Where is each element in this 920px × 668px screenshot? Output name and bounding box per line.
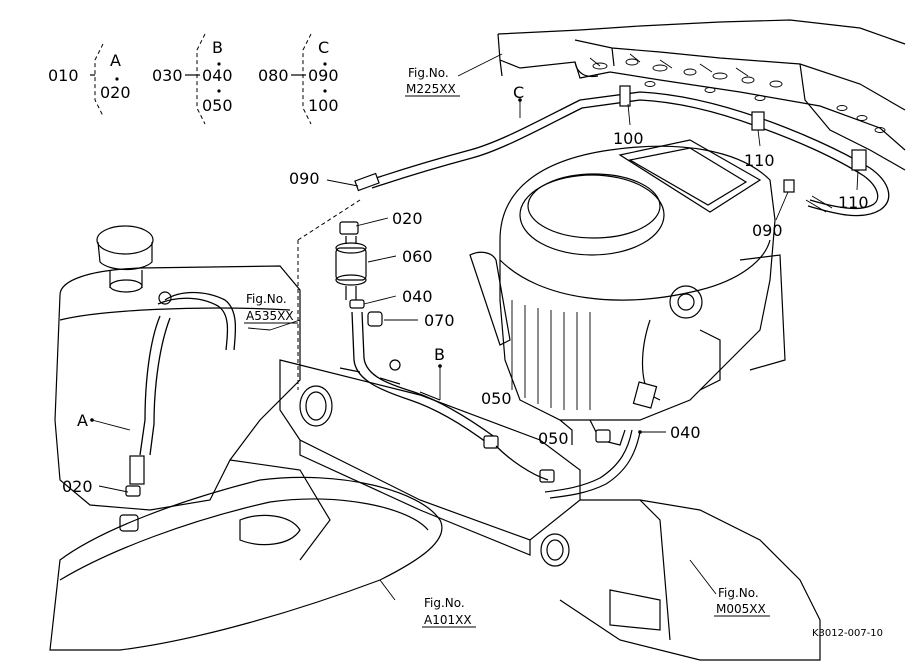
figref-m005[interactable]: Fig.No. M005XX [714,586,770,617]
callout-090-right: 090 [752,221,783,240]
hose-c-drawing [354,85,890,217]
legend-010-main: 010 [48,66,79,85]
legend-010-item-a: A [110,51,121,70]
callout-hose-b: B [434,345,445,364]
callout-100: 100 [613,129,644,148]
legend-080-main: 080 [258,66,289,85]
figref-a101[interactable]: Fig.No. A101XX [422,596,476,628]
figref-m225[interactable]: Fig.No. M225XX [405,66,460,97]
svg-text:A101XX: A101XX [424,613,472,627]
svg-text:Fig.No.: Fig.No. [424,596,465,610]
callout-110-upper: 110 [744,151,775,170]
callout-070: 070 [424,311,455,330]
legend-group-080: 080 C 090 100 [258,33,339,125]
svg-text:Fig.No.: Fig.No. [246,292,287,306]
callout-hose-c: C [513,83,524,102]
callout-hose-a: A [77,411,88,430]
svg-text:M005XX: M005XX [716,602,766,616]
fuel-tank-drawing [54,225,331,561]
engine-drawing [469,139,786,499]
legend-030-main: 030 [152,66,183,85]
callout-050-left: 050 [481,389,512,408]
callout-050-lower: 050 [538,429,569,448]
svg-text:Fig.No.: Fig.No. [718,586,759,600]
fuel-filter-drawing [297,199,611,483]
callout-020-tank: 020 [62,477,93,496]
legend-030-item-b: B [212,38,223,57]
drawing-code: K3012-007-10 [812,628,883,639]
legend-030-item-040: 040 [202,66,233,85]
legend-030-bracket [196,33,206,125]
legend-080-item-090: 090 [308,66,339,85]
frame-floor-drawing [49,359,821,661]
legend-080-bracket [302,33,312,125]
upper-frame-drawing [497,19,906,171]
svg-text:M225XX: M225XX [406,82,456,96]
svg-text:Fig.No.: Fig.No. [408,66,449,80]
callout-110-right: 110 [838,193,869,212]
callout-090-left: 090 [289,169,320,188]
legend-080-item-100: 100 [308,96,339,115]
callout-060: 060 [402,247,433,266]
figref-a535[interactable]: Fig.No. A535XX [244,292,298,324]
legend-010-item-020: 020 [100,83,131,102]
legend-080-item-c: C [318,38,329,57]
callout-020-filter: 020 [392,209,423,228]
callout-040-filter: 040 [402,287,433,306]
legend-030-item-050: 050 [202,96,233,115]
legend-010-bracket [94,43,104,117]
callout-040-engine: 040 [670,423,701,442]
leader-lines [90,53,859,601]
svg-text:A535XX: A535XX [246,309,294,323]
legend-group-010: 010 A 020 [48,43,131,117]
legend-group-030: 030 B 040 050 [152,33,233,125]
